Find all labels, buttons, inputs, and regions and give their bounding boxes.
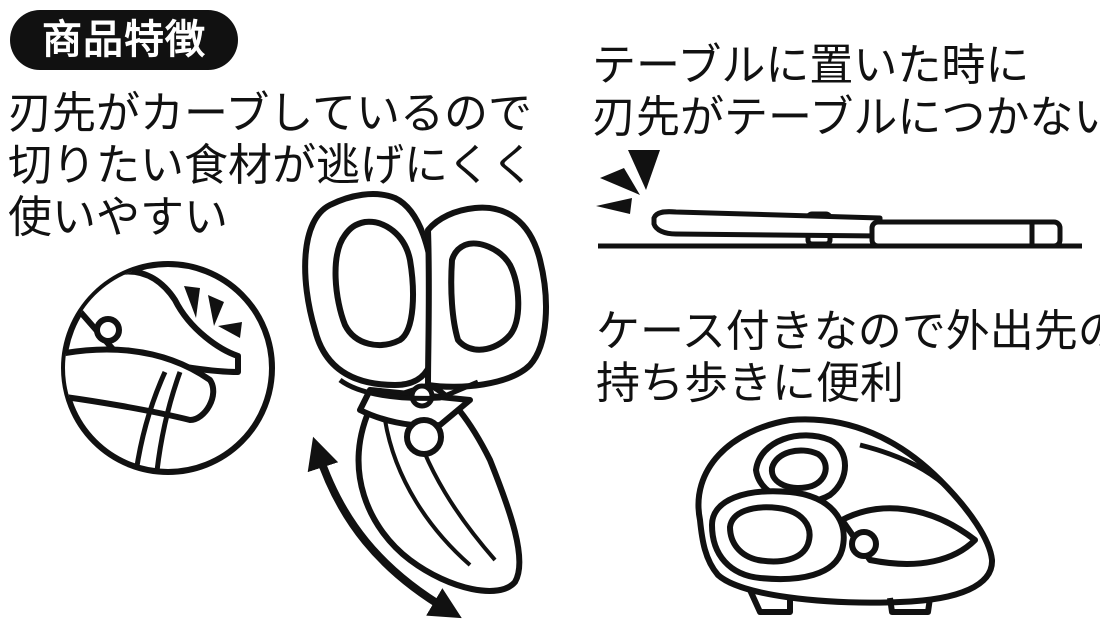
scissors-icon	[302, 191, 549, 594]
double-arrow-icon	[307, 436, 462, 619]
caption-line: ケース付きなので外出先の	[596, 306, 1100, 357]
feature-badge: 商品特徴	[10, 10, 238, 70]
caption-line: 使いやすい	[8, 192, 228, 243]
feature-table-caption: テーブルに置いた時に 刃先がテーブルにつかない	[592, 40, 1100, 144]
caption-line: 切りたい食材が逃げにくく	[8, 140, 536, 191]
feature-case-caption: ケース付きなので外出先の 持ち歩きに便利	[596, 306, 1100, 410]
scissors-on-table-icon	[596, 150, 1082, 249]
caption-line: テーブルに置いた時に	[592, 40, 1030, 91]
caption-line: 刃先がテーブルにつかない	[592, 92, 1100, 143]
feature-curved-blade-caption: 刃先がカーブしているので 切りたい食材が逃げにくく 使いやすい	[8, 88, 535, 244]
caption-line: 刃先がカーブしているので	[8, 88, 533, 139]
caption-line: 持ち歩きに便利	[596, 358, 904, 409]
badge-label: 商品特徴	[42, 17, 206, 63]
scissors-in-case-icon	[695, 416, 996, 615]
blade-zoom-icon	[61, 261, 275, 475]
